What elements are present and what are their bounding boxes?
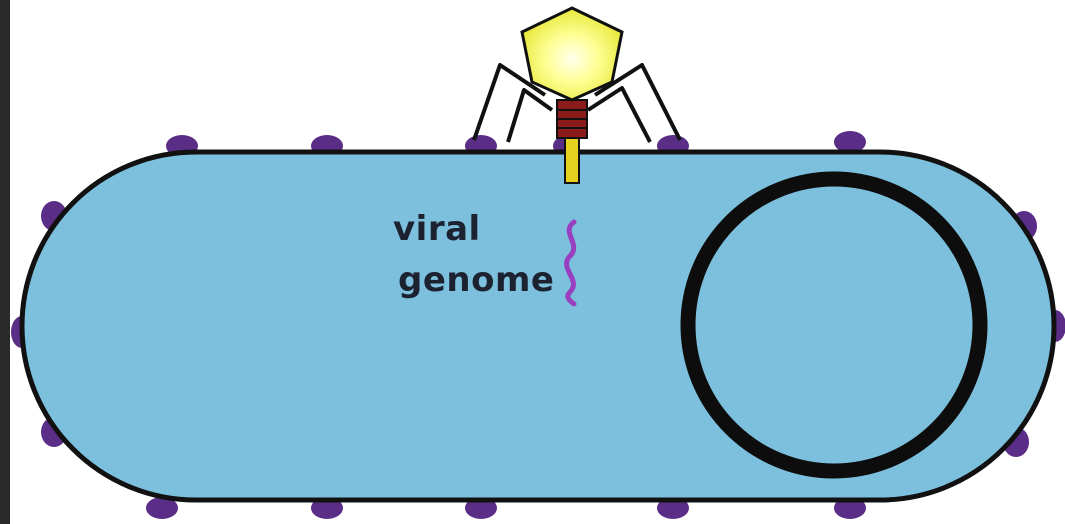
viral-genome-label-line1: viral [393,212,481,246]
viral-genome-label-line2: genome [398,263,554,297]
